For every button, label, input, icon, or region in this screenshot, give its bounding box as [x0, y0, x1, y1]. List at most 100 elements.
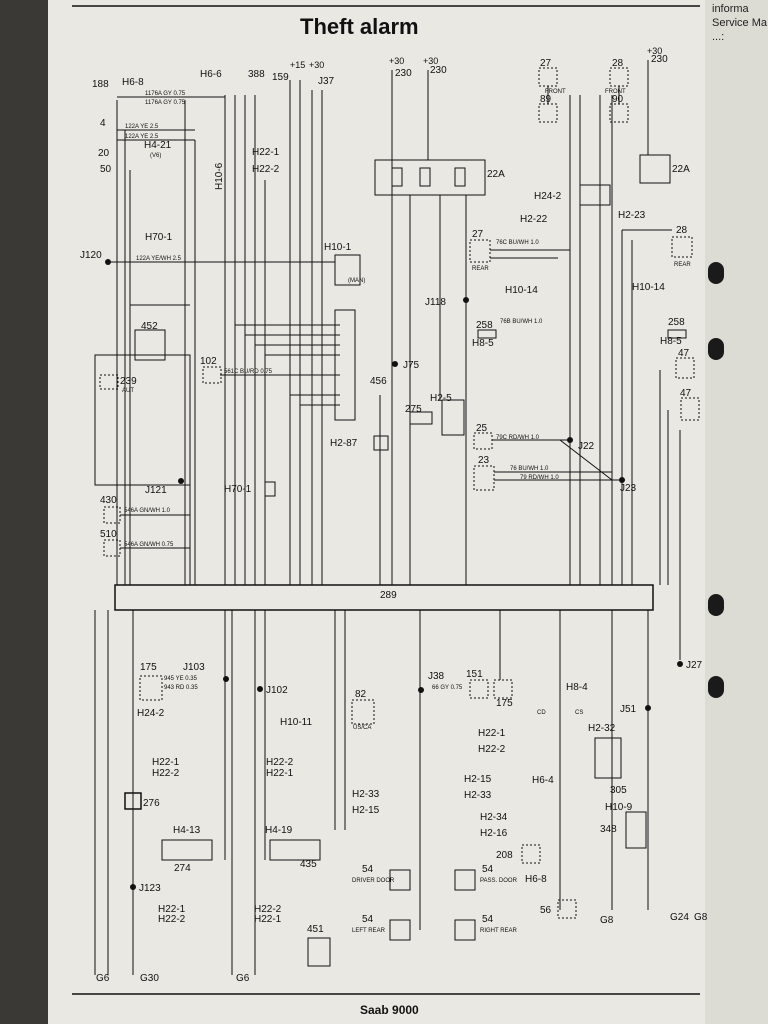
supply-230-a: 230 — [395, 68, 412, 79]
component-151: 151 — [466, 669, 483, 680]
connector-h4-21: H4-21 — [144, 140, 172, 151]
wire-945: 945 YE 0.35 — [164, 676, 198, 682]
connector-h22-1-right: H22-1 — [478, 728, 506, 739]
adjacent-line-2: Service Ma — [712, 17, 768, 29]
connector-h24-2: H24-2 — [534, 191, 562, 202]
label-rear-1: REAR — [472, 266, 489, 272]
connector-h10-6: H10-6 — [214, 162, 225, 190]
component-276: 276 — [143, 798, 160, 809]
connector-h6-4: H6-4 — [532, 775, 554, 786]
connector-h4-13: H4-13 — [173, 825, 201, 836]
binder-ring — [708, 594, 724, 616]
junction-j23: J23 — [620, 483, 637, 494]
junction-j121: J121 — [145, 485, 167, 496]
wire-561c: 561C BU/RD 0.75 — [224, 369, 273, 375]
component-258-right: 258 — [668, 317, 685, 328]
connector-h2-23: H2-23 — [618, 210, 646, 221]
component-435: 435 — [300, 859, 317, 870]
label-man: (MAN) — [348, 278, 365, 284]
binder-ring — [708, 676, 724, 698]
component-175-right: 175 — [496, 698, 513, 709]
connector-h10-9: H10-9 — [605, 802, 633, 813]
connector-h2-5: H2-5 — [430, 393, 452, 404]
component-25: 25 — [476, 423, 488, 434]
connector-h22-2-bottom-right: H22-2 — [254, 904, 282, 915]
label-us-ca: US/CA — [353, 725, 371, 731]
supply-plus30-c: +30 — [423, 56, 438, 66]
wire-1176a-b: 1176A GY 0.75 — [145, 100, 186, 106]
manual-page — [48, 0, 728, 1024]
connector-h4-19: H4-19 — [265, 825, 293, 836]
component-28-front: 28 — [612, 58, 624, 69]
component-54-pass: 54 — [482, 864, 494, 875]
adjacent-line-3: ...: — [712, 31, 725, 43]
wire-1176a-a: 1176A GY 0.75 — [145, 91, 186, 97]
component-451: 451 — [307, 924, 324, 935]
wire-66: 66 GY 0.75 — [432, 685, 463, 691]
component-305: 305 — [610, 785, 627, 796]
supply-230-c: 230 — [651, 54, 668, 65]
junction-j51: J51 — [620, 704, 637, 715]
bus-289: 289 — [380, 590, 397, 601]
adjacent-line-1: informa — [712, 3, 749, 15]
label-cs: CS — [575, 710, 583, 716]
wire-546a-b: 546A GN/WH 0.75 — [124, 542, 174, 548]
label-pass-door: PASS. DOOR — [480, 878, 518, 884]
label-left-rear: LEFT REAR — [352, 928, 386, 934]
component-27-rear: 27 — [472, 229, 484, 240]
wire-122a-a: 122A YE 2.5 — [125, 124, 159, 130]
connector-h22-1-mid: H22-1 — [266, 768, 294, 779]
wire-79c: 79C RD/WH 1.0 — [496, 435, 540, 441]
component-28-rear: 28 — [676, 225, 688, 236]
component-89: 89 — [540, 94, 552, 105]
connector-h70-1-upper: H70-1 — [145, 232, 173, 243]
component-102: 102 — [200, 356, 217, 367]
connector-h22-2: H22-2 — [252, 164, 280, 175]
component-22a-left: 22A — [487, 169, 505, 180]
component-50: 50 — [100, 164, 112, 175]
ground-g8-left: G8 — [600, 915, 614, 926]
component-208: 208 — [496, 850, 513, 861]
connector-h70-1-lower: H70-1 — [224, 484, 252, 495]
wire-546a-a: 546A GN/WH 1.0 — [124, 508, 171, 514]
component-22a-right: 22A — [672, 164, 690, 175]
component-47-b: 47 — [680, 388, 692, 399]
wire-122a-ye-wh: 122A YE/WH 2.5 — [136, 256, 182, 262]
ground-g30: G30 — [140, 973, 159, 984]
connector-h2-15-right: H2-15 — [464, 774, 492, 785]
component-54-left-rear: 54 — [362, 914, 374, 925]
connector-h22-2-mid: H22-2 — [266, 757, 294, 768]
binder-ring — [708, 262, 724, 284]
connector-h6-8: H6-8 — [122, 77, 144, 88]
supply-plus30-b: +30 — [389, 56, 404, 66]
component-258-left: 258 — [476, 320, 493, 331]
label-v6: (V6) — [150, 153, 161, 159]
connector-h24-2-lower: H24-2 — [137, 708, 165, 719]
junction-j38: J38 — [428, 671, 445, 682]
component-274: 274 — [174, 863, 191, 874]
component-510: 510 — [100, 529, 117, 540]
component-47-a: 47 — [678, 348, 690, 359]
component-239: 239 — [120, 376, 137, 387]
junction-j103: J103 — [183, 662, 205, 673]
label-aut: AUT — [122, 388, 134, 394]
connector-h2-15-left: H2-15 — [352, 805, 380, 816]
connector-h8-4: H8-4 — [566, 682, 588, 693]
component-90: 90 — [612, 94, 624, 105]
wire-76c: 76C BU/WH 1.0 — [496, 240, 539, 246]
junction-j102: J102 — [266, 685, 288, 696]
connector-h2-33-left: H2-33 — [352, 789, 380, 800]
ground-g6-mid: G6 — [236, 973, 250, 984]
adjacent-page-text: informa Service Ma ...: — [712, 2, 768, 44]
junction-j75: J75 — [403, 360, 420, 371]
component-82: 82 — [355, 689, 367, 700]
connector-h10-1: H10-1 — [324, 242, 352, 253]
junction-j118: J118 — [425, 297, 446, 308]
component-388: 388 — [248, 69, 265, 80]
ground-g6-left: G6 — [96, 973, 110, 984]
label-driver-door: DRIVER DOOR — [352, 878, 395, 884]
junction-j120: J120 — [80, 250, 102, 261]
connector-h22-2-bottom-left: H22-2 — [158, 914, 186, 925]
